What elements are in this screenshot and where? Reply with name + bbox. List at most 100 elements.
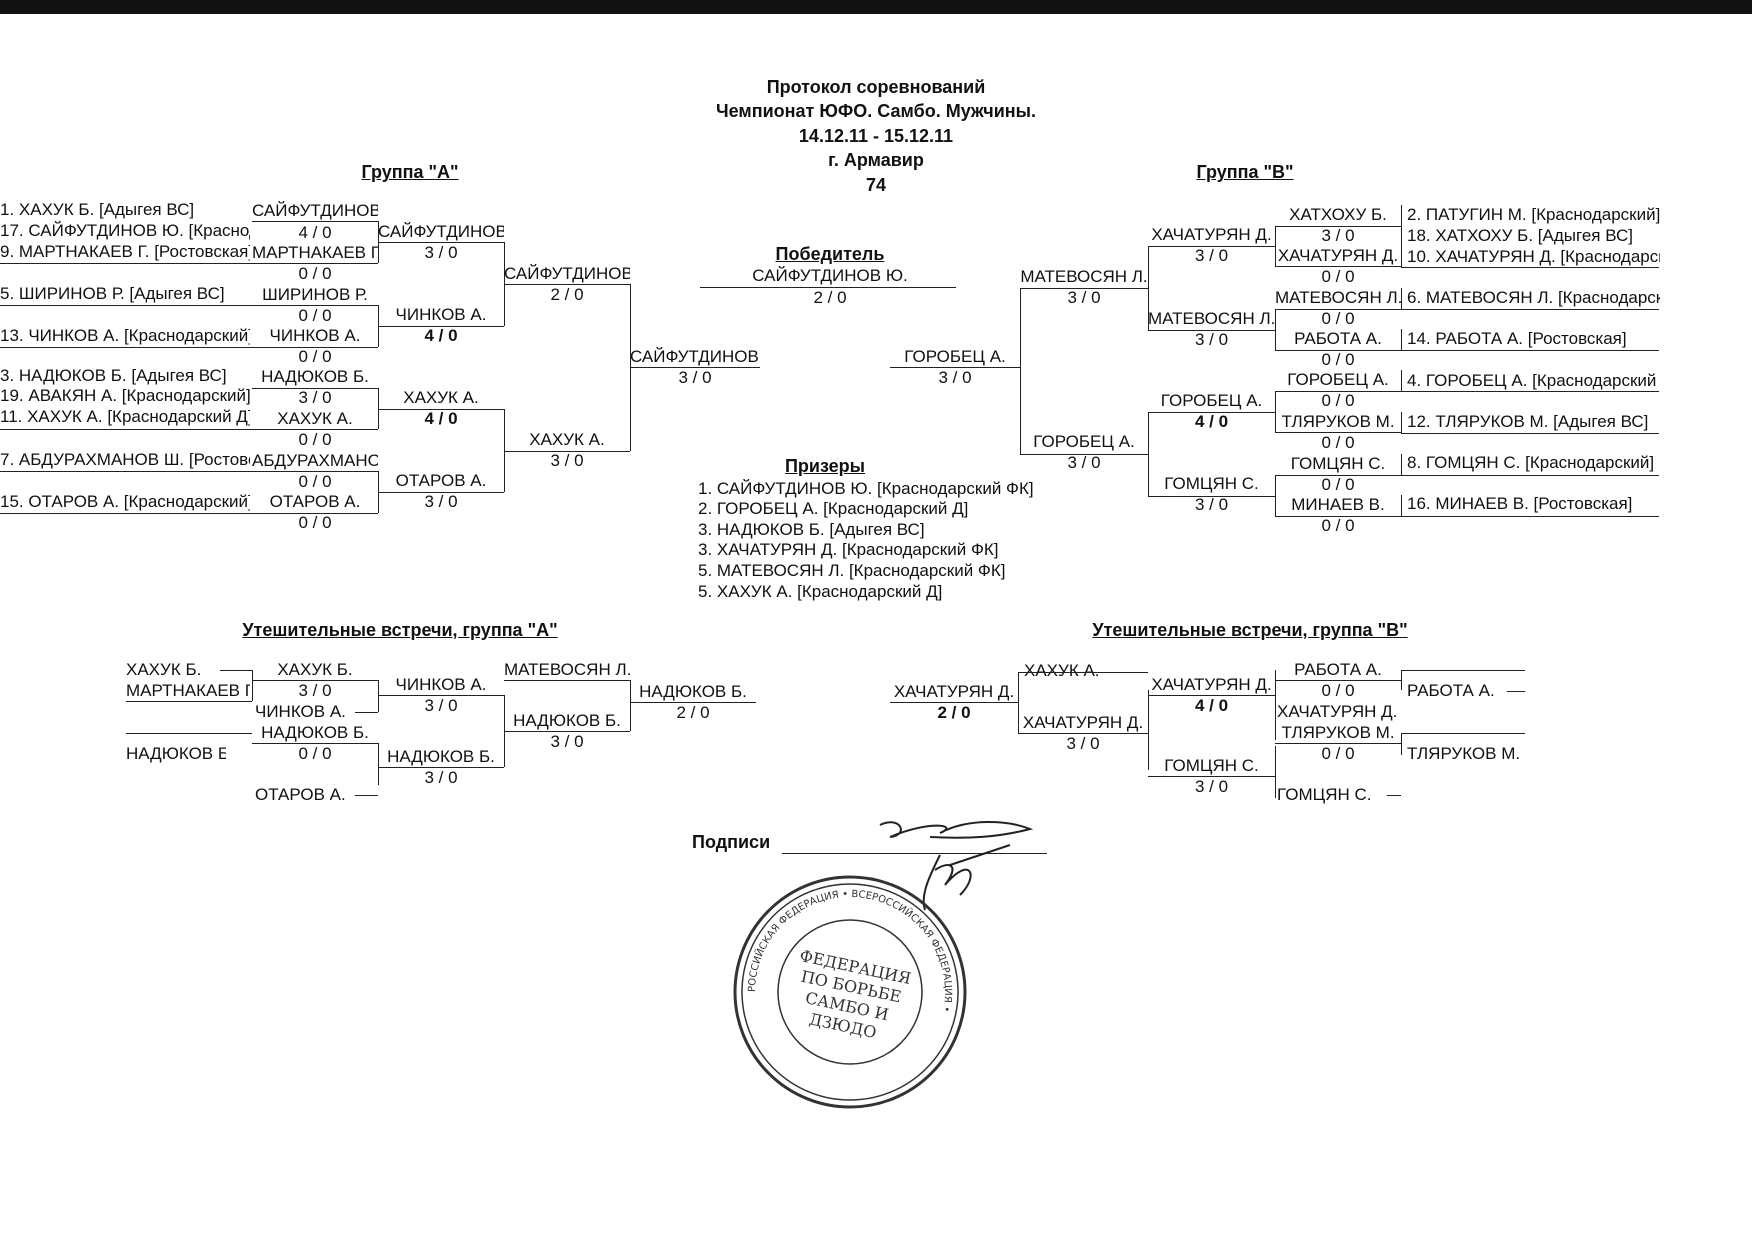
cons-b-final-name: ХАЧАТУРЯН Д. [893, 682, 1015, 701]
group-b-r1-score: 3 / 0 [1321, 226, 1355, 245]
group-b-entrant: 2. ПАТУГИН М. [Краснодарский] [1407, 205, 1660, 224]
scan-top-border [0, 0, 1752, 14]
group-a-entrant: 9. МАРТНАКАЕВ Г. [Ростовская] [0, 242, 250, 261]
group-b-r1-score: 0 / 0 [1321, 267, 1355, 286]
group-a-r2-name: ЧИНКОВ А. [395, 305, 487, 324]
header-dates: 14.12.11 - 15.12.11 [798, 126, 954, 146]
cons-b-match-score: 4 / 0 [1194, 696, 1229, 715]
group-a-r1-name: ШИРИНОВ Р. [262, 285, 368, 304]
group-a-r1-name: ЧИНКОВ А. [269, 326, 361, 345]
cons-b-match-name: ХАЧАТУРЯН Д. [1022, 713, 1144, 732]
group-a-r1-score: 4 / 0 [298, 223, 332, 242]
group-b-entrant: 14. РАБОТА А. [Ростовская] [1407, 329, 1627, 348]
group-a-entrant: 1. ХАХУК Б. [Адыгея ВС] [0, 200, 195, 219]
group-a-r1-score: 0 / 0 [298, 472, 332, 491]
cons-b-entrant: ХАХУК А. [1024, 661, 1100, 680]
consolation-a-title: Утешительные встречи, группа "А" [242, 620, 558, 640]
winner-title: Победитель [775, 244, 885, 264]
cons-b-match-score: 3 / 0 [1066, 734, 1100, 753]
group-b-r1-name: МИНАЕВ В. [1291, 495, 1385, 514]
group-a-r3-score: 3 / 0 [550, 451, 584, 470]
seal-stamp: РОССИЙСКАЯ ФЕДЕРАЦИЯ • ВСЕРОССИЙСКАЯ ФЕД… [733, 875, 967, 1109]
group-a-entrant: 5. ШИРИНОВ Р. [Адыгея ВС] [0, 284, 225, 303]
cons-a-match-score: 3 / 0 [424, 696, 458, 715]
group-a-r1-name: САЙФУТДИНОВ Ю. [252, 201, 378, 220]
group-b-r1-score: 0 / 0 [1321, 516, 1355, 535]
group-a-r1-name: АБДУРАХМАНОВ Ш. [252, 451, 378, 470]
group-b-entrant: 10. ХАЧАТУРЯН Д. [Краснодарский ФК] [1407, 247, 1660, 266]
group-b-r2-name: ХАЧАТУРЯН Д. [1151, 225, 1272, 244]
winner-score: 2 / 0 [813, 288, 847, 307]
group-b-r2-score: 4 / 0 [1194, 412, 1229, 431]
cons-b-result: ТЛЯРУКОВ М. [1407, 744, 1521, 763]
group-a-r1-name: ХАХУК А. [277, 409, 353, 428]
group-b-r1-name: ГОРОБЕЦ А. [1287, 370, 1389, 389]
group-a-r3-name: ХАХУК А. [529, 430, 605, 449]
group-a-entrant: 13. ЧИНКОВ А. [Краснодарский] [0, 326, 250, 345]
group-a-r1-score: 0 / 0 [298, 264, 332, 283]
group-a-r3-name: САЙФУТДИНОВ Ю. [504, 264, 630, 283]
prize-item: 5. МАТЕВОСЯН Л. [Краснодарский ФК] [698, 561, 1006, 580]
group-a-r2-score: 3 / 0 [424, 243, 458, 262]
group-b-r1-name: ГОМЦЯН С. [1290, 454, 1386, 473]
cons-b-match-name: РАБОТА А. [1294, 660, 1382, 679]
group-a-entrant: 15. ОТАРОВ А. [Краснодарский] [0, 492, 250, 511]
group-a-r1-score: 0 / 0 [298, 306, 332, 325]
cons-b-match-score: 0 / 0 [1321, 744, 1355, 763]
group-b-r1-name: РАБОТА А. [1294, 329, 1382, 348]
group-b-r2-name: ГОРОБЕЦ А. [1160, 391, 1263, 410]
group-a-r1-score: 0 / 0 [298, 430, 332, 449]
group-b-r1-score: 0 / 0 [1321, 475, 1355, 494]
group-a-r1-score: 0 / 0 [298, 513, 332, 532]
cons-a-final-name: НАДЮКОВ Б. [639, 682, 747, 701]
group-b-entrant: 6. МАТЕВОСЯН Л. [Краснодарский ФК] [1407, 288, 1660, 307]
cons-a-match-name: ХАХУК Б. [277, 660, 353, 679]
group-a-entrant: 17. САЙФУТДИНОВ Ю. [Краснодарский ФК] [0, 221, 250, 240]
group-b-entrant: 12. ТЛЯРУКОВ М. [Адыгея ВС] [1407, 412, 1649, 431]
cons-b-final-score: 2 / 0 [937, 703, 971, 722]
prize-item: 3. ХАЧАТУРЯН Д. [Краснодарский ФК] [698, 540, 999, 559]
cons-a-match-score: 0 / 0 [298, 744, 332, 763]
header-title: Протокол соревнований [766, 77, 986, 97]
winner-name: САЙФУТДИНОВ Ю. [752, 266, 908, 285]
group-b-final-name: ГОРОБЕЦ А. [904, 347, 1006, 366]
group-a-r3-score: 2 / 0 [550, 285, 584, 304]
group-a-final-score: 3 / 0 [678, 368, 712, 387]
group-a-entrant: 7. АБДУРАХМАНОВ Ш. [Ростовская] [0, 450, 250, 469]
group-b-entrant: 18. ХАТХОХУ Б. [Адыгея ВС] [1407, 226, 1633, 245]
prize-item: 5. ХАХУК А. [Краснодарский Д] [698, 582, 943, 601]
group-a-final-name: САЙФУТДИНОВ Ю. [630, 347, 760, 366]
group-b-r1-name: ХАТХОХУ Б. [1289, 205, 1387, 224]
group-a-r2-name: САЙФУТДИНОВ Ю. [378, 222, 504, 241]
group-a-r1-score: 0 / 0 [298, 347, 332, 366]
group-b-r3-score: 3 / 0 [1067, 453, 1101, 472]
group-b-r2-score: 3 / 0 [1194, 246, 1229, 265]
group-a-entrant: 3. НАДЮКОВ Б. [Адыгея ВС] [0, 366, 227, 385]
group-b-entrant: 16. МИНАЕВ В. [Ростовская] [1407, 494, 1633, 513]
group-b-r1-score: 0 / 0 [1321, 433, 1355, 452]
group-a-entrant: 19. АВАКЯН А. [Краснодарский] [0, 386, 250, 405]
cons-b-match-name: ХАЧАТУРЯН Д. [1151, 675, 1272, 694]
group-a-r1-name: ОТАРОВ А. [269, 492, 361, 511]
group-a-r1-score: 3 / 0 [298, 388, 332, 407]
group-a-r1-name: МАРТНАКАЕВ Г. [252, 243, 378, 262]
consolation-b-title: Утешительные встречи, группа "В" [1092, 620, 1408, 640]
group-b-r2-score: 3 / 0 [1194, 495, 1229, 514]
group-a-r2-name: ОТАРОВ А. [395, 471, 487, 490]
group-b-r1-name: ТЛЯРУКОВ М. [1281, 412, 1395, 431]
prize-item: 1. САЙФУТДИНОВ Ю. [Краснодарский ФК] [698, 479, 1034, 498]
cons-a-match-name: НАДЮКОВ Б. [387, 747, 495, 766]
header-championship: Чемпионат ЮФО. Самбо. Мужчины. [715, 101, 1037, 121]
group-b-r2-score: 3 / 0 [1194, 330, 1229, 349]
group-a-r2-score: 4 / 0 [424, 326, 458, 345]
header-weight: 74 [865, 175, 887, 195]
group-b-r2-name: ГОМЦЯН С. [1164, 474, 1259, 493]
cons-b-entrant: ХАЧАТУРЯН Д. [1277, 702, 1398, 721]
cons-a-match-score: 3 / 0 [550, 732, 584, 751]
group-b-r3-name: МАТЕВОСЯН Л. [1020, 267, 1148, 286]
signatures-label: Подписи [692, 832, 771, 852]
cons-b-entrant: ГОМЦЯН С. [1277, 785, 1372, 804]
cons-a-entrant: НАДЮКОВ Б. [126, 744, 226, 763]
cons-a-match-name: НАДЮКОВ Б. [513, 711, 621, 730]
group-a-r2-score: 3 / 0 [424, 492, 458, 511]
